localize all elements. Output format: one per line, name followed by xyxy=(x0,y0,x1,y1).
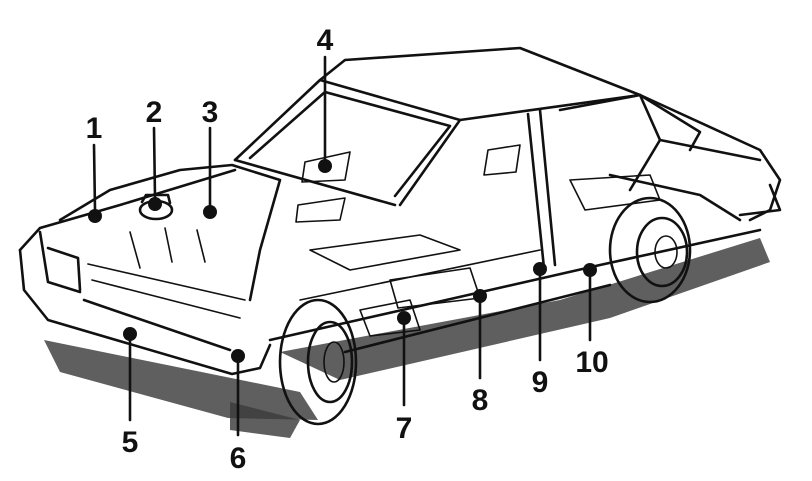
callout-label-1: 1 xyxy=(86,112,103,145)
callout-3: 3 xyxy=(202,96,219,219)
callout-label-4: 4 xyxy=(317,24,334,57)
callout-label-5: 5 xyxy=(122,426,139,459)
callout-9: 9 xyxy=(532,262,549,399)
callout-label-3: 3 xyxy=(202,96,219,129)
callout-label-9: 9 xyxy=(532,366,549,399)
rear-wheel xyxy=(608,196,692,304)
ground-shadow xyxy=(44,238,770,438)
callout-7: 7 xyxy=(396,311,413,445)
callout-4: 4 xyxy=(317,24,334,173)
callout-label-8: 8 xyxy=(472,384,489,417)
callout-label-6: 6 xyxy=(230,442,247,475)
callout-label-7: 7 xyxy=(396,412,413,445)
callout-label-2: 2 xyxy=(146,96,163,129)
callout-6: 6 xyxy=(230,349,247,475)
callout-5: 5 xyxy=(122,327,139,459)
callout-1: 1 xyxy=(86,112,103,223)
callout-10: 10 xyxy=(575,263,609,379)
car-body-outline xyxy=(18,46,782,376)
callout-8: 8 xyxy=(472,289,489,417)
front-wheel xyxy=(278,298,358,426)
callout-label-10: 10 xyxy=(575,346,608,379)
callout-2: 2 xyxy=(146,96,163,211)
